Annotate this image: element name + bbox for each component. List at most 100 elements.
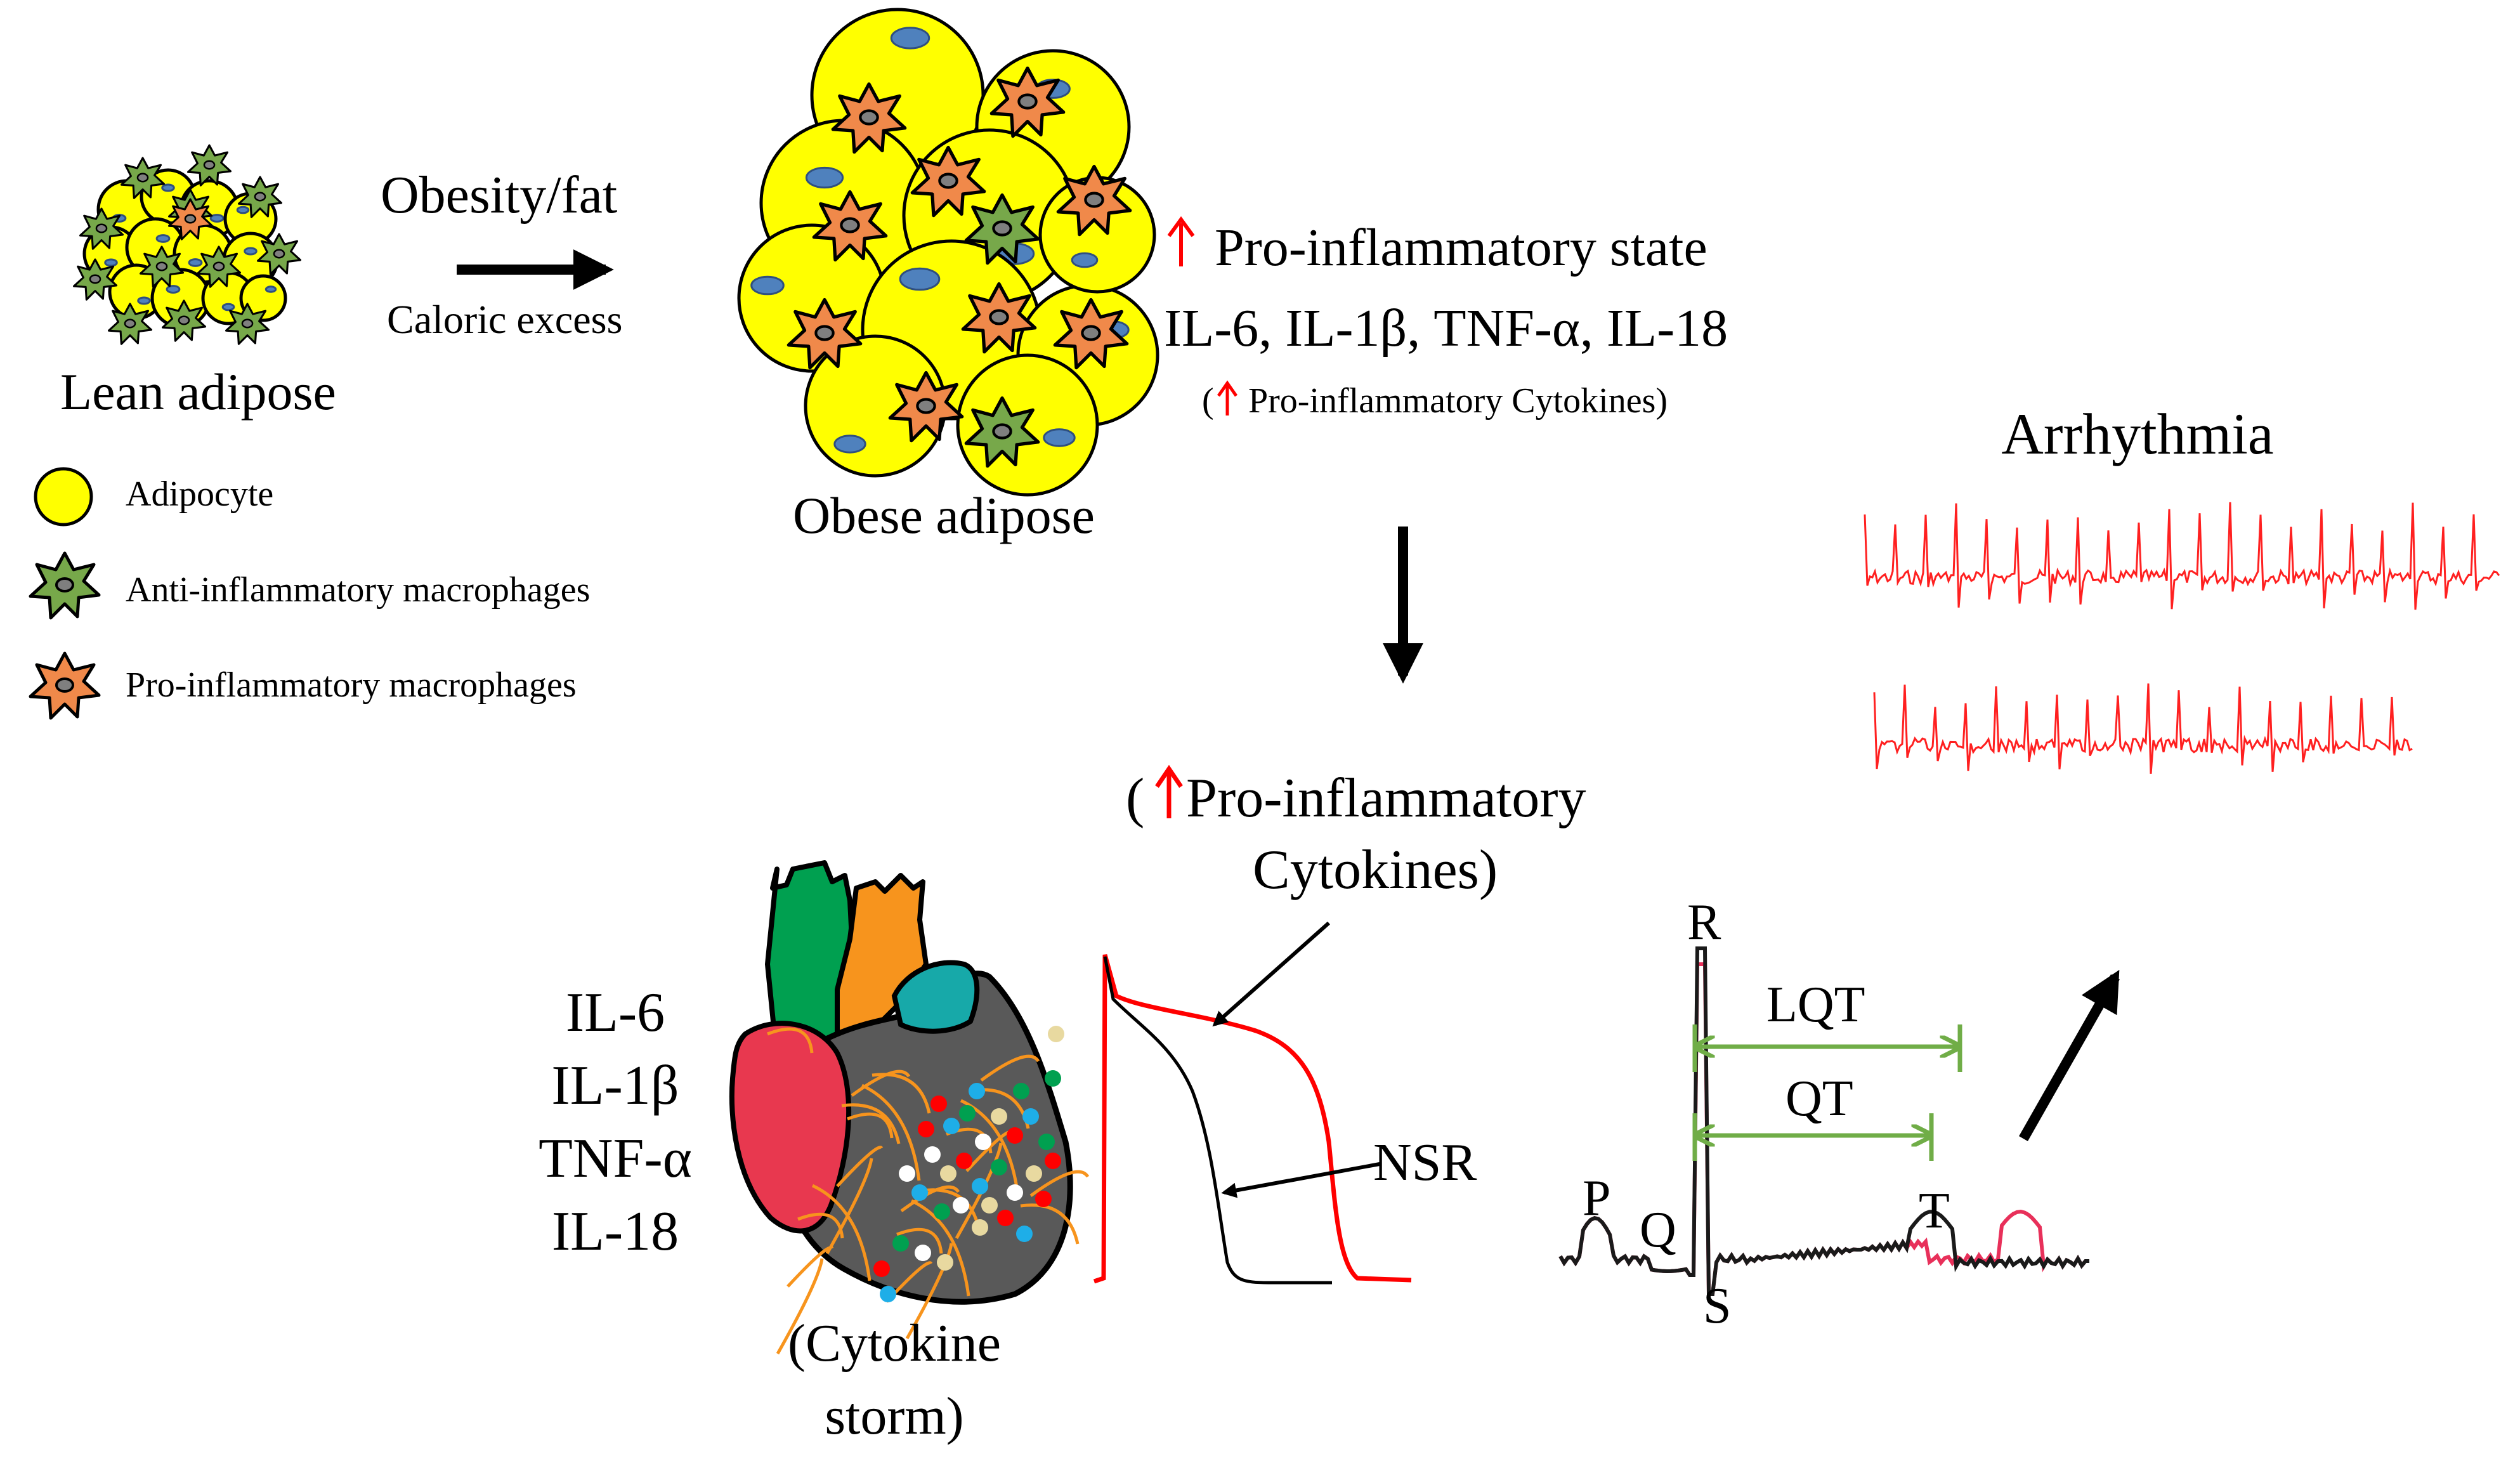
ecg-panel xyxy=(1558,946,2089,1296)
cytokine-dot xyxy=(1045,1070,1061,1087)
adipocyte-nucleus xyxy=(209,214,225,223)
cytokine-dot xyxy=(934,1203,950,1220)
ecg-t-label: T xyxy=(1919,1183,1950,1239)
cytokine-list: IL-6, IL-1β, TNF-α, IL-18 xyxy=(1164,299,1728,358)
cytokine-dot xyxy=(1022,1108,1039,1125)
cytokine-dot xyxy=(911,1184,928,1201)
adipocyte-nucleus xyxy=(264,285,277,293)
adipocyte-nucleus xyxy=(166,285,181,294)
ecg-r-label: R xyxy=(1687,894,1721,950)
legend-anti-macrophage-icon xyxy=(30,553,99,618)
pro-inflammatory-state-block: Pro-inflammatory state IL-6, IL-1β, TNF-… xyxy=(1164,216,1728,421)
pro-inflammatory-state-label: Pro-inflammatory state xyxy=(1215,218,1707,277)
cytokine-dot xyxy=(1048,1026,1064,1042)
cytokine-dot xyxy=(880,1286,896,1302)
cytokine-dot xyxy=(959,1105,976,1122)
cytokine-dot xyxy=(1007,1184,1023,1201)
cytokine-dot xyxy=(943,1118,960,1134)
lean-adipose-cluster xyxy=(72,144,302,345)
ecg-qt-label: QT xyxy=(1786,1071,1853,1127)
obese-adipose-cluster xyxy=(737,8,1159,497)
ap-label-open: ( xyxy=(1126,768,1144,829)
ecg-lqt-label: LQT xyxy=(1766,977,1865,1033)
heart-fiber xyxy=(776,1258,824,1355)
il18-label: IL-18 xyxy=(552,1201,679,1262)
adipocyte-nucleus xyxy=(899,267,941,291)
cytokine-dot xyxy=(956,1153,972,1169)
to-arrhythmia-arrow xyxy=(2019,969,2120,1141)
heart-illustration xyxy=(729,860,1090,1355)
legend-adipocyte-icon xyxy=(34,467,93,527)
cytokine-dot xyxy=(1026,1165,1042,1182)
adipocyte-nucleus xyxy=(750,275,785,296)
cytokine-dot xyxy=(1035,1191,1052,1207)
cytokine-dot xyxy=(981,1197,998,1214)
cytokine-dot xyxy=(991,1159,1007,1175)
obesity-fat-label: Obesity/fat xyxy=(381,166,617,225)
heart-fiber xyxy=(921,1188,981,1229)
heart-fiber xyxy=(847,1112,894,1139)
adipocyte-nucleus xyxy=(833,435,866,454)
cytokine-dot xyxy=(1038,1134,1055,1150)
nsr-label: NSR xyxy=(1373,1133,1477,1192)
orange-vessel xyxy=(835,873,929,1043)
cytokines-note: Pro-inflammatory Cytokines) xyxy=(1248,381,1668,421)
adipocyte-nucleus xyxy=(161,183,175,192)
adipocyte-nucleus xyxy=(155,234,171,243)
cytokines-note-open: ( xyxy=(1202,381,1214,421)
cytokines-pointer-arrow xyxy=(1212,921,1330,1027)
ecg-s-label: S xyxy=(1703,1278,1732,1334)
adipocyte-nucleus xyxy=(1071,252,1099,268)
heart-fiber xyxy=(825,1158,873,1255)
heart-fiber xyxy=(841,1103,901,1144)
cytokine-dot xyxy=(892,1235,909,1252)
up-arrow-icon xyxy=(1167,216,1195,266)
nsr-pointer-arrow xyxy=(1221,1162,1380,1198)
adipocyte-nucleus xyxy=(221,303,235,311)
heart-fiber xyxy=(1029,1170,1090,1198)
cytokine-dot xyxy=(937,1254,953,1271)
heart-fiber xyxy=(910,1199,970,1297)
ecg-q-label: Q xyxy=(1640,1202,1676,1258)
cytokine-dot xyxy=(975,1134,991,1150)
arrhythmia-trace-1 xyxy=(1864,502,2500,610)
tnfa-label: TNF-α xyxy=(539,1128,692,1189)
cytokine-dot xyxy=(1045,1153,1061,1169)
obese-adipose-label: Obese adipose xyxy=(793,487,1095,544)
cytokine-storm-line1: (Cytokine xyxy=(788,1314,1001,1373)
legend-pro-macrophage-icon xyxy=(30,653,99,718)
il1b-label: IL-1β xyxy=(551,1055,679,1116)
red-atrium xyxy=(729,1021,852,1234)
cytokine-dot xyxy=(1013,1083,1029,1099)
cytokine-list-heart: IL-6 IL-1β TNF-α IL-18 xyxy=(539,982,692,1262)
heart-fiber xyxy=(836,1146,884,1187)
up-arrow-icon xyxy=(1155,764,1183,818)
adipocyte-nucleus xyxy=(188,258,203,267)
heart-fiber xyxy=(980,1054,1040,1082)
up-arrow-icon xyxy=(1217,380,1238,415)
heart-fiber xyxy=(767,1027,814,1054)
ecg-p-label: P xyxy=(1583,1170,1611,1226)
adipocyte-nucleus xyxy=(1043,428,1076,447)
heart-fiber xyxy=(787,1246,834,1288)
cytokine-dot xyxy=(899,1165,915,1182)
action-potential xyxy=(1093,921,1412,1285)
legend-adipocyte-label: Adipocyte xyxy=(126,474,273,514)
cytokine-storm-line2: storm) xyxy=(825,1387,963,1446)
cytokine-dot xyxy=(972,1178,988,1194)
cytokine-dot xyxy=(940,1165,956,1182)
il6-label: IL-6 xyxy=(566,982,665,1044)
cytokine-dot xyxy=(930,1096,947,1112)
cytokine-dot xyxy=(991,1108,1007,1125)
heart-fiber xyxy=(896,1227,943,1254)
adipocyte-nucleus xyxy=(805,166,844,189)
caloric-excess-label: Caloric excess xyxy=(387,297,622,342)
cytokine-dot xyxy=(1016,1226,1033,1242)
ecg-labels: P Q R S T LQT QT xyxy=(1583,894,1950,1334)
legend: Adipocyte Anti-inflammatory macrophages … xyxy=(30,467,590,718)
legend-anti-label: Anti-inflammatory macrophages xyxy=(126,570,590,610)
arrhythmia-trace-2 xyxy=(1873,683,2413,774)
lean-adipose-label: Lean adipose xyxy=(60,363,336,421)
teal-atrium xyxy=(891,960,980,1034)
